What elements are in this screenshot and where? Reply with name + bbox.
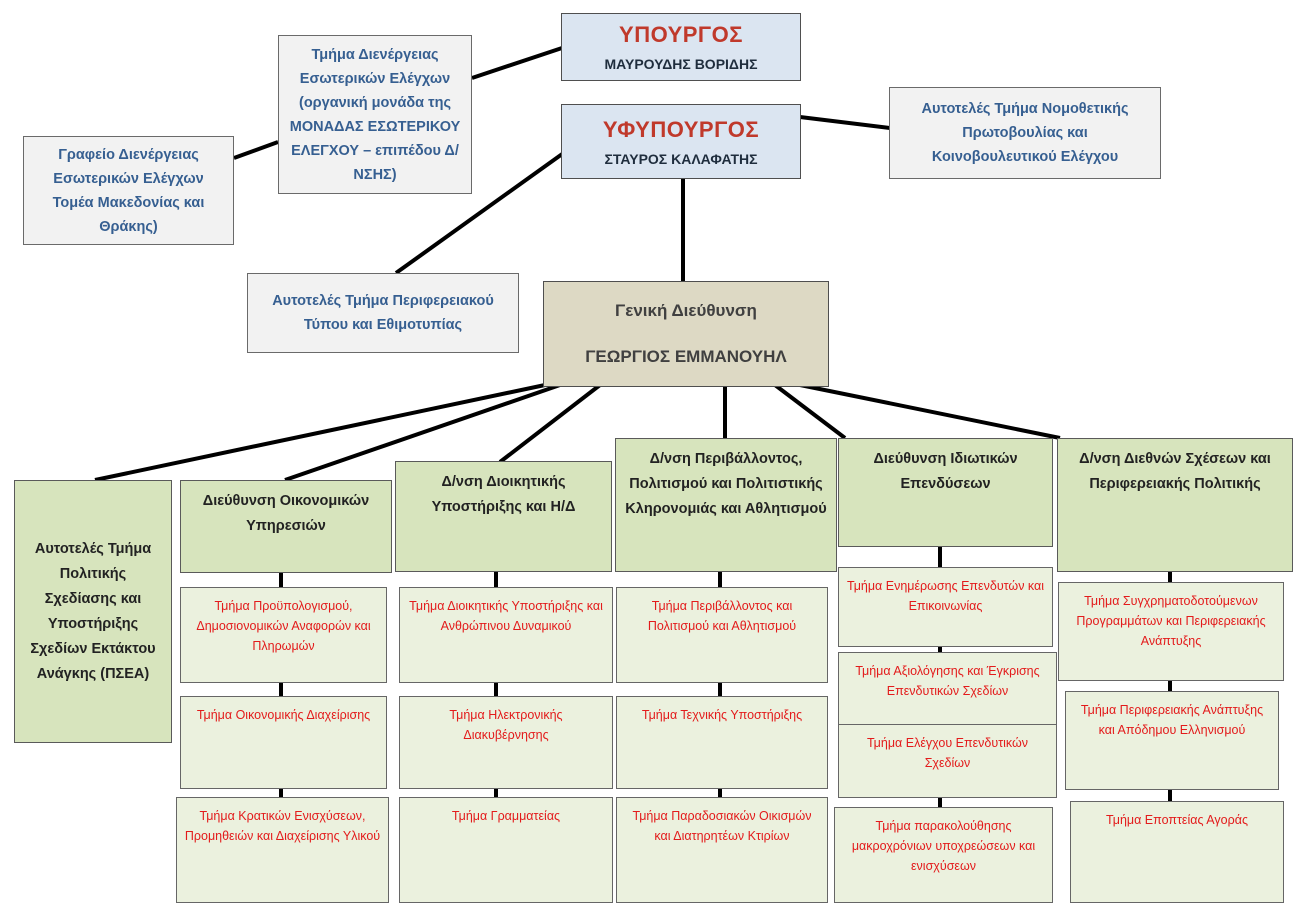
directorate-label: Δ/νση Διεθνών Σχέσεων και Περιφερειακής … [1079,451,1271,492]
department-label: Τμήμα Αξιολόγησης και Έγκρισης Επενδυτικ… [855,664,1040,698]
directorate-label: Διεύθυνση Ιδιωτικών Επενδύσεων [873,451,1018,492]
deputy-minister-title: ΥΦΥΠΟΥΡΓΟΣ [602,116,760,142]
department-box: Τμήμα παρακολούθησης μακροχρόνιων υποχρε… [834,807,1053,903]
department-box: Τμήμα Εποπτείας Αγοράς [1070,801,1284,903]
department-label: Τμήμα Παραδοσιακών Οικισμών και Διατηρητ… [632,809,812,843]
department-label: Τμήμα Γραμματείας [451,809,561,823]
internal-audit-dept-box: Τμήμα Διενέργειας Εσωτερικών Ελέγχων (ορ… [278,35,472,194]
directorate-box: Διεύθυνση Ιδιωτικών Επενδύσεων [838,438,1053,547]
connector-line [799,383,1061,440]
connector-line [498,383,602,464]
department-box: Τμήμα Διοικητικής Υποστήριξης και Ανθρώπ… [399,587,613,683]
directorate-box: Δ/νση Διεθνών Σχέσεων και Περιφερειακής … [1057,438,1293,572]
department-box: Τμήμα Συγχρηματοδοτούμενων Προγραμμάτων … [1058,582,1284,681]
psea-dept-label: Αυτοτελές Τμήμα Πολιτικής Σχεδίασης και … [30,540,156,682]
department-box: Τμήμα Ενημέρωσης Επενδυτών και Επικοινων… [838,567,1053,647]
department-label: Τμήμα Συγχρηματοδοτούμενων Προγραμμάτων … [1076,594,1266,648]
department-box: Τμήμα Παραδοσιακών Οικισμών και Διατηρητ… [616,797,828,903]
connector-line [394,150,567,275]
connector-line [773,383,847,440]
department-label: Τμήμα Περιβάλλοντος και Πολιτισμού και Α… [647,599,797,633]
directorate-label: Δ/νση Διοικητικής Υποστήριξης και Η/Δ [431,474,576,515]
department-label: Τμήμα Ενημέρωσης Επενδυτών και Επικοινων… [846,579,1045,613]
department-box: Τμήμα Περιφερειακής Ανάπτυξης και Απόδημ… [1065,691,1279,790]
deputy-minister-box: ΥΦΥΠΟΥΡΓΟΣ ΣΤΑΥΡΟΣ ΚΑΛΑΦΑΤΗΣ [561,104,801,179]
psea-dept-box: Αυτοτελές Τμήμα Πολιτικής Σχεδίασης και … [14,480,172,743]
department-label: Τμήμα Οικονομικής Διαχείρισης [196,708,371,722]
minister-title: ΥΠΟΥΡΓΟΣ [619,22,743,47]
department-box: Τμήμα Κρατικών Ενισχύσεων, Προμηθειών κα… [176,797,389,903]
press-dept-label: Αυτοτελές Τμήμα Περιφερειακού Τύπου και … [272,293,494,333]
department-label: Τμήμα Εποπτείας Αγοράς [1106,813,1248,827]
department-box: Τμήμα Προϋπολογισμού, Δημοσιονομικών Ανα… [180,587,387,683]
connector-line [284,383,561,482]
department-label: Τμήμα παρακολούθησης μακροχρόνιων υποχρε… [851,819,1036,873]
department-label: Τμήμα Ηλεκτρονικής Διακυβέρνησης [449,708,563,742]
department-box: Τμήμα Ελέγχου Επενδυτικών Σχεδίων [838,724,1057,798]
department-box: Τμήμα Γραμματείας [399,797,613,903]
department-label: Τμήμα Τεχνικής Υποστήριξης [641,708,803,722]
directorate-box: Διεύθυνση Οικονομικών Υπηρεσιών [180,480,392,573]
general-directorate-box: Γενική Διεύθυνση ΓΕΩΡΓΙΟΣ ΕΜΜΑΝΟΥΗΛ [543,281,829,387]
department-box: Τμήμα Ηλεκτρονικής Διακυβέρνησης [399,696,613,789]
audit-office-label: Γραφείο Διενέργειας Εσωτερικών Ελέγχων Τ… [52,146,205,235]
department-box: Τμήμα Τεχνικής Υποστήριξης [616,696,828,789]
connector-line [799,115,891,130]
internal-audit-dept-label: Τμήμα Διενέργειας Εσωτερικών Ελέγχων (ορ… [289,46,461,183]
connector-line [94,383,546,482]
legislative-dept-label: Αυτοτελές Τμήμα Νομοθετικής Πρωτοβουλίας… [921,101,1129,165]
connector-line [471,46,563,80]
directorate-box: Δ/νση Περιβάλλοντος, Πολιτισμού και Πολι… [615,438,837,572]
directorate-label: Διεύθυνση Οικονομικών Υπηρεσιών [202,493,370,534]
department-label: Τμήμα Διοικητικής Υποστήριξης και Ανθρώπ… [409,599,603,633]
department-label: Τμήμα Ελέγχου Επενδυτικών Σχεδίων [866,736,1029,770]
legislative-dept-box: Αυτοτελές Τμήμα Νομοθετικής Πρωτοβουλίας… [889,87,1161,179]
general-directorate-title: Γενική Διεύθυνση [615,301,757,320]
press-dept-box: Αυτοτελές Τμήμα Περιφερειακού Τύπου και … [247,273,519,353]
department-label: Τμήμα Προϋπολογισμού, Δημοσιονομικών Ανα… [196,599,371,653]
connector-line [233,140,279,160]
directorate-box: Δ/νση Διοικητικής Υποστήριξης και Η/Δ [395,461,612,572]
minister-name: ΜΑΥΡΟΥΔΗΣ ΒΟΡΙΔΗΣ [604,56,758,72]
minister-box: ΥΠΟΥΡΓΟΣ ΜΑΥΡΟΥΔΗΣ ΒΟΡΙΔΗΣ [561,13,801,81]
department-box: Τμήμα Αξιολόγησης και Έγκρισης Επενδυτικ… [838,652,1057,725]
department-label: Τμήμα Κρατικών Ενισχύσεων, Προμηθειών κα… [184,809,381,843]
department-box: Τμήμα Περιβάλλοντος και Πολιτισμού και Α… [616,587,828,683]
directorate-label: Δ/νση Περιβάλλοντος, Πολιτισμού και Πολι… [625,451,827,517]
department-label: Τμήμα Περιφερειακής Ανάπτυξης και Απόδημ… [1080,703,1264,737]
department-box: Τμήμα Οικονομικής Διαχείρισης [180,696,387,789]
deputy-minister-name: ΣΤΑΥΡΟΣ ΚΑΛΑΦΑΤΗΣ [604,150,758,167]
general-directorate-head: ΓΕΩΡΓΙΟΣ ΕΜΜΑΝΟΥΗΛ [585,347,787,366]
audit-office-box: Γραφείο Διενέργειας Εσωτερικών Ελέγχων Τ… [23,136,234,245]
